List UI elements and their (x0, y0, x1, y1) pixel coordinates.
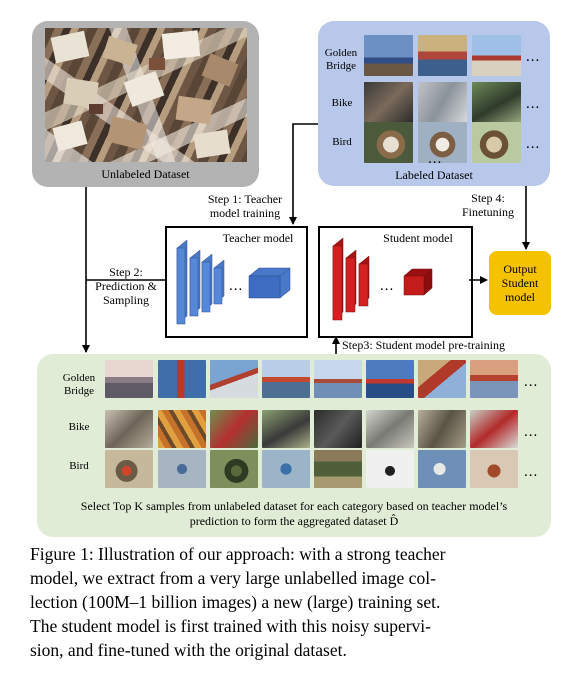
agg-thumb-bird-2 (158, 450, 206, 488)
caption-line-5: sion, and fine-tuned with the original d… (30, 640, 347, 660)
aggregated-row-label-bike: Bike (68, 421, 90, 433)
labeled-row-label-golden-bridge: Golden Bridge (324, 47, 358, 72)
aggregated-row-label-bird: Bird (69, 460, 89, 472)
labeled-row-label-bike: Bike (331, 97, 353, 109)
collage-snapshots (50, 30, 239, 159)
student-model-label: Student model (383, 231, 453, 245)
labeled-row-ellipsis-3: ... (526, 136, 541, 152)
labeled-thumb-bird-2 (418, 122, 467, 163)
agg-row-ellipsis-2: ... (524, 424, 539, 440)
unlabeled-photo-collage (45, 28, 247, 162)
agg-thumb-bike-4 (262, 410, 310, 448)
agg-thumb-bridge-6 (366, 360, 414, 398)
step4-label: Step 4: Finetuning (461, 191, 514, 219)
aggregated-dataset-description: Select Top K samples from unlabeled data… (80, 499, 508, 528)
labeled-thumb-bird-1 (364, 122, 413, 163)
step3-label: Step3: Student model pre-training (342, 338, 505, 352)
labeled-row-ellipsis-2: ... (526, 96, 541, 112)
labeled-column-ellipsis: ... (428, 151, 443, 167)
agg-thumb-bridge-4 (262, 360, 310, 398)
agg-thumb-bird-8 (470, 450, 518, 488)
caption-line-1: Figure 1: Illustration of our approach: … (30, 544, 446, 564)
step2-label: Step 2: Prediction & Sampling (95, 265, 157, 307)
agg-row-ellipsis-1: ... (524, 374, 539, 390)
agg-thumb-bike-1 (105, 410, 153, 448)
agg-thumb-bridge-5 (314, 360, 362, 398)
agg-row-ellipsis-3: ... (524, 464, 539, 480)
student-network-ellipsis: ... (380, 278, 395, 294)
teacher-network-ellipsis: ... (229, 278, 244, 294)
agg-thumb-bird-3 (210, 450, 258, 488)
agg-thumb-bird-7 (418, 450, 466, 488)
labeled-row-label-bird: Bird (332, 136, 352, 148)
labeled-thumb-bridge-3 (472, 35, 521, 76)
agg-thumb-bike-3 (210, 410, 258, 448)
agg-thumb-bird-6 (366, 450, 414, 488)
agg-thumb-bike-7 (418, 410, 466, 448)
labeled-thumb-bike-1 (364, 82, 413, 123)
agg-thumb-bike-5 (314, 410, 362, 448)
teacher-model-label: Teacher model (222, 231, 294, 245)
caption-line-4: The student model is first trained with … (30, 616, 431, 636)
labeled-thumb-bridge-2 (418, 35, 467, 76)
student-model-box (318, 226, 473, 338)
agg-thumb-bike-8 (470, 410, 518, 448)
labeled-thumb-bridge-1 (364, 35, 413, 76)
agg-thumb-bird-4 (262, 450, 310, 488)
caption-line-2: model, we extract from a very large unla… (30, 568, 436, 588)
agg-thumb-bridge-8 (470, 360, 518, 398)
agg-thumb-bridge-2 (158, 360, 206, 398)
agg-thumb-bird-5 (314, 450, 362, 488)
labeled-thumb-bike-2 (418, 82, 467, 123)
arrow-step1 (289, 123, 318, 225)
figure-caption: Figure 1: Illustration of our approach: … (30, 542, 570, 662)
agg-thumb-bridge-3 (210, 360, 258, 398)
agg-thumb-bike-6 (366, 410, 414, 448)
aggregated-row-label-golden-bridge: Golden Bridge (62, 372, 96, 397)
labeled-row-ellipsis-1: ... (526, 49, 541, 65)
output-student-model-box (489, 251, 551, 315)
step1-label: Step 1: Teacher model training (207, 192, 283, 220)
agg-thumb-bridge-1 (105, 360, 153, 398)
agg-thumb-bridge-7 (418, 360, 466, 398)
agg-thumb-bird-1 (105, 450, 153, 488)
labeled-thumb-bird-3 (472, 122, 521, 163)
agg-thumb-bike-2 (158, 410, 206, 448)
labeled-dataset-label: Labeled Dataset (395, 168, 473, 182)
caption-line-3: lection (100M–1 billion images) a new (l… (30, 592, 441, 612)
unlabeled-dataset-label: Unlabeled Dataset (101, 167, 190, 181)
output-student-model-label: Output Student model (501, 262, 539, 304)
labeled-thumb-bike-3 (472, 82, 521, 123)
